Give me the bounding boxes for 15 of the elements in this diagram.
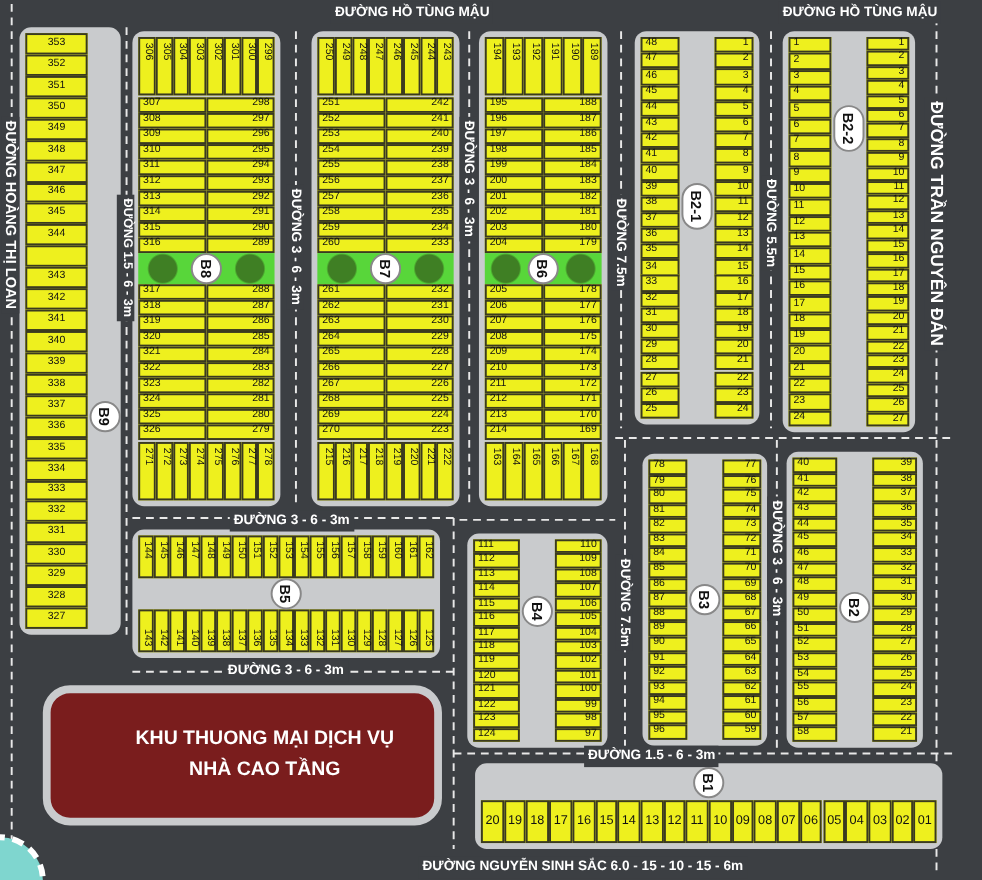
- land-block: [19, 27, 121, 635]
- land-block: [786, 451, 923, 748]
- land-block: [478, 31, 608, 507]
- commercial-zone: [42, 685, 442, 826]
- land-block: [467, 533, 608, 748]
- land-block: [642, 453, 768, 746]
- land-block: [634, 31, 760, 425]
- land-block: [311, 31, 460, 507]
- zone-name: KHU THUONG MẠI DỊCH VỤ NHÀ CAO TẦNG: [133, 726, 397, 785]
- road-name: ĐƯỜNG TRẦN NGUYÊN ĐÁN: [924, 97, 947, 350]
- land-lot: [25, 245, 88, 267]
- land-block: [132, 529, 440, 659]
- land-block: [475, 763, 943, 849]
- land-block: [132, 31, 281, 507]
- land-block: [782, 31, 916, 433]
